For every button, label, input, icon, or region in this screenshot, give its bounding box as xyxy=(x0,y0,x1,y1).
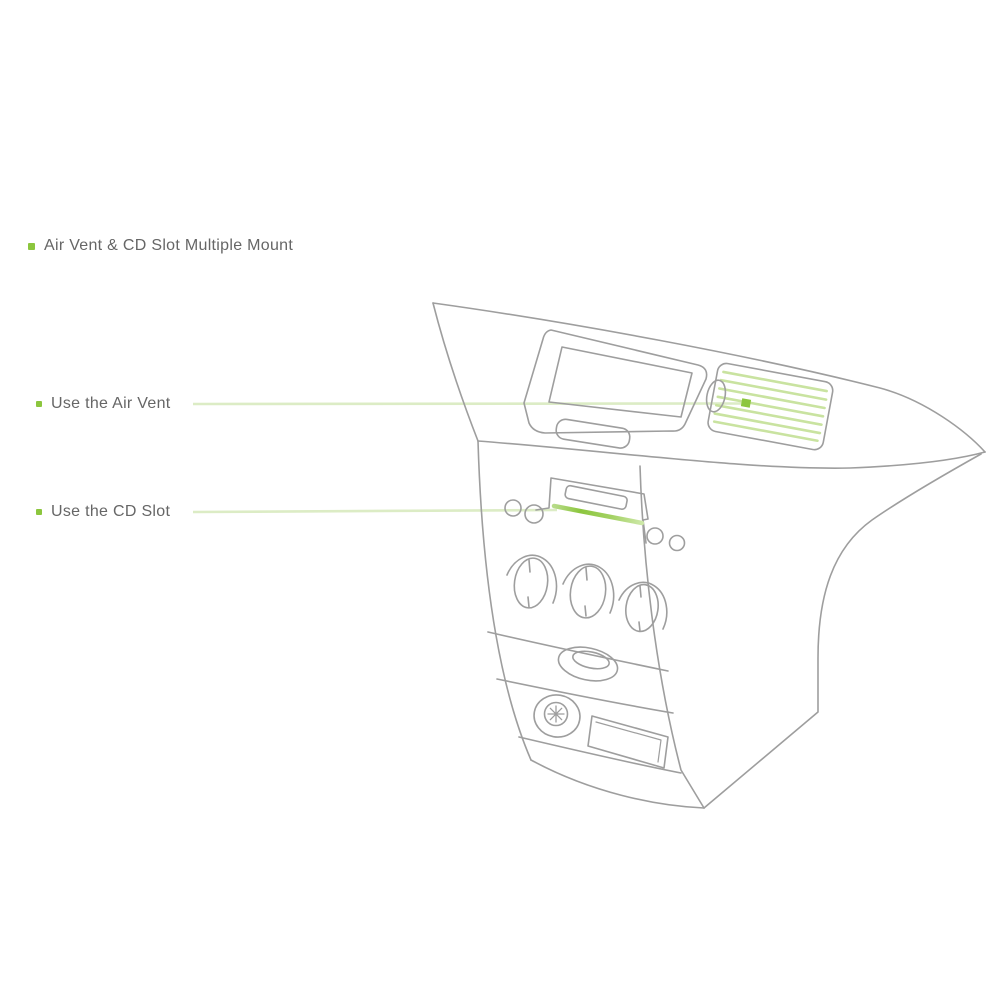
console-divider xyxy=(518,736,682,774)
knob-ring xyxy=(618,581,668,630)
label-cd-slot-row: Use the CD Slot xyxy=(36,502,170,522)
radio-button xyxy=(504,499,522,517)
side-panel-sweep xyxy=(703,453,982,809)
center-console xyxy=(477,440,705,809)
green-bullet-icon xyxy=(36,509,42,515)
console-left-edge xyxy=(477,440,532,761)
ashtray-oval-inner xyxy=(572,650,610,670)
green-bullet-icon xyxy=(28,242,35,250)
cd-slot-highlight xyxy=(551,503,645,526)
climate-knobs xyxy=(506,554,668,633)
console-bottom-edge xyxy=(530,759,705,809)
storage-slot xyxy=(587,715,669,769)
air-vent-dot xyxy=(740,398,752,408)
climate-knob xyxy=(625,583,659,633)
display-screen xyxy=(548,346,693,418)
climate-knob xyxy=(569,565,607,619)
green-highlights xyxy=(551,398,752,526)
clock-slot xyxy=(555,418,631,449)
climate-knob xyxy=(513,557,549,609)
air-vent-leader-line xyxy=(192,402,743,406)
console-divider xyxy=(496,678,674,714)
storage-slot-inner xyxy=(595,721,662,763)
radio-button xyxy=(646,527,664,545)
label-air-vent: Use the Air Vent xyxy=(51,395,171,412)
radio-fascia xyxy=(504,477,686,552)
lighter-star-icon xyxy=(547,705,565,723)
cd-slot xyxy=(564,484,628,510)
dashboard-top-panel xyxy=(432,302,986,809)
label-cd-slot: Use the CD Slot xyxy=(51,503,171,520)
green-bullet-icon xyxy=(36,401,42,407)
label-air-vent-row: Use the Air Vent xyxy=(36,394,171,414)
air-vent-tab xyxy=(705,379,727,413)
air-vent xyxy=(705,362,834,451)
display-housing xyxy=(523,329,708,449)
ashtray-oval xyxy=(557,646,619,682)
title-row: Air Vent & CD Slot Multiple Mount xyxy=(28,236,293,256)
console-right-edge xyxy=(639,465,705,809)
air-vent-bezel xyxy=(707,362,834,451)
cd-slot-leader-line xyxy=(192,508,558,514)
air-vent-louvers xyxy=(712,370,828,443)
cigarette-lighter xyxy=(533,694,581,738)
page-title: Air Vent & CD Slot Multiple Mount xyxy=(44,237,294,254)
cigarette-lighter-inner xyxy=(543,701,569,727)
knob-ring xyxy=(506,554,558,604)
leader-lines xyxy=(192,402,743,514)
knob-ring xyxy=(562,563,615,614)
lower-console xyxy=(533,646,669,769)
console-divider xyxy=(487,631,669,672)
radio-button xyxy=(668,534,686,552)
radio-button xyxy=(524,504,544,524)
